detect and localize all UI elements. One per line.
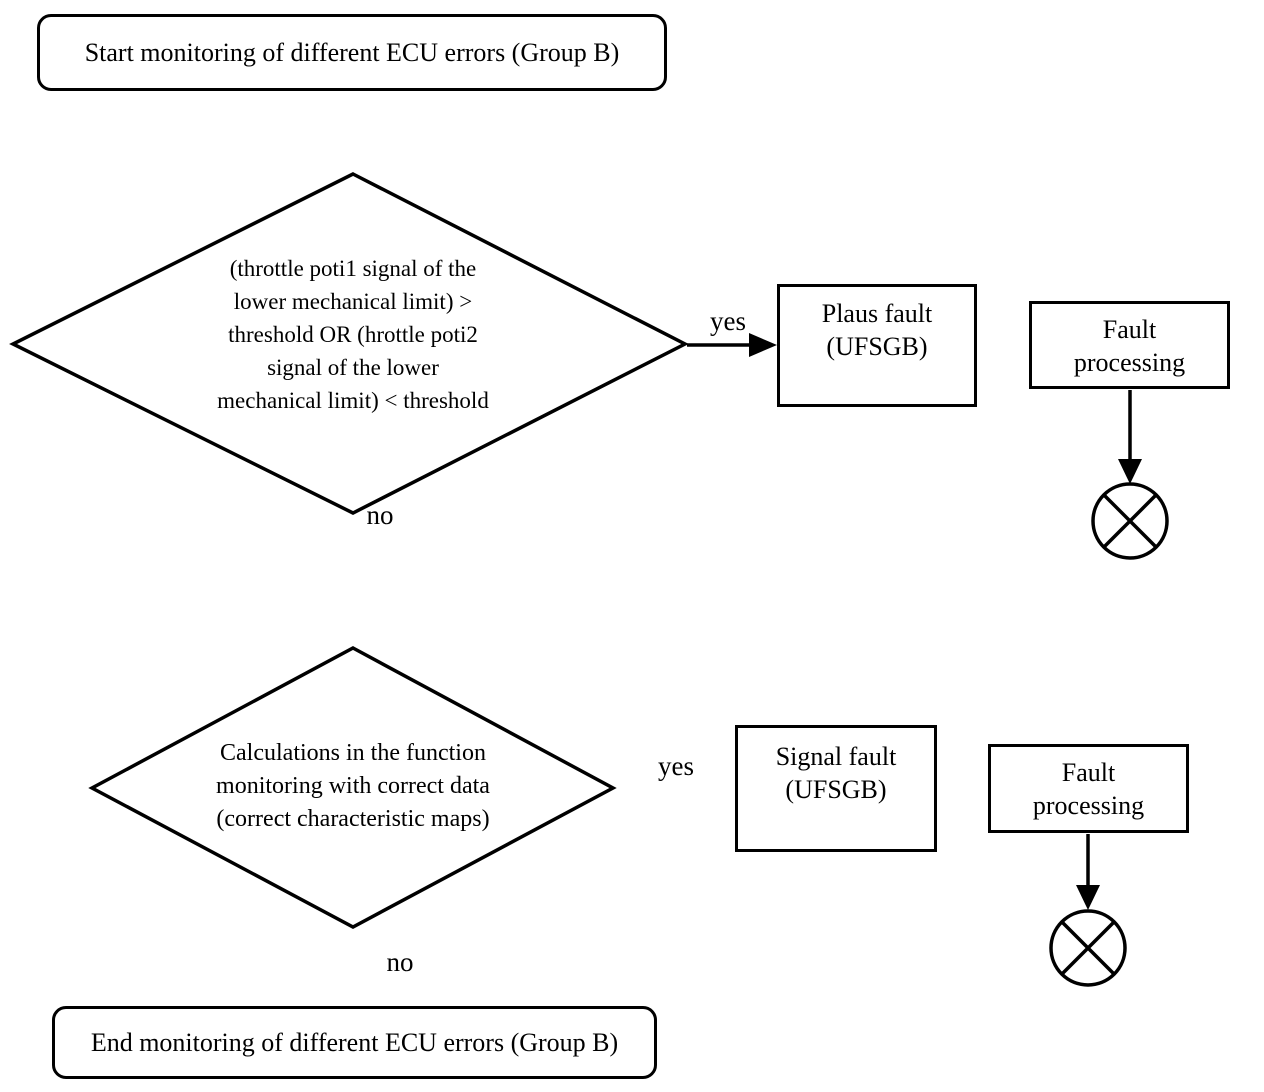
terminator1-x-stroke2 [1102, 493, 1158, 549]
edge-label-yes1: yes [710, 306, 746, 336]
signal-fault-line: (UFSGB) [785, 775, 887, 804]
signal-fault-line: Signal fault [775, 742, 897, 771]
decision2-text: Calculations in the function monitoring … [188, 737, 518, 836]
decision1-diamond-outline [9, 172, 689, 515]
plaus-fault-line: (UFSGB) [826, 332, 928, 361]
plaus-fault-node: Plaus fault (UFSGB) [777, 284, 977, 407]
signal-fault-node: Signal fault (UFSGB) [735, 725, 937, 852]
decision1-line: signal of the lower [267, 355, 439, 380]
fault-processing1-node: Fault processing [1029, 301, 1230, 389]
edge-label-no2: no [386, 947, 414, 977]
start-node: Start monitoring of different ECU errors… [37, 14, 667, 91]
terminator2-x-stroke2 [1060, 920, 1116, 976]
fault1-arrowhead-icon [1118, 459, 1142, 484]
fault-processing1-line: processing [1073, 348, 1186, 377]
fault-processing2-line: processing [1032, 791, 1145, 820]
decision1-line: threshold OR (hrottle poti2 [228, 322, 478, 347]
decision1-line: (throttle poti1 signal of the [229, 256, 477, 281]
terminator1-circle-x-icon [1091, 482, 1169, 560]
fault-processing2-node: Fault processing [988, 744, 1189, 833]
fault-processing2-line: Fault [1061, 758, 1116, 787]
fault-processing1-line: Fault [1102, 315, 1157, 344]
yes1-arrowhead-icon [749, 333, 777, 357]
terminator2-circle-x-icon [1049, 909, 1127, 987]
decision1-line: mechanical limit) < threshold [217, 388, 489, 413]
decision2-diamond-outline [88, 646, 617, 929]
start-node-label: Start monitoring of different ECU errors… [84, 37, 620, 67]
end-node-label: End monitoring of different ECU errors (… [90, 1027, 619, 1057]
decision1-line: lower mechanical limit) > [233, 289, 473, 314]
fault2-arrowhead-icon [1076, 885, 1100, 910]
end-node: End monitoring of different ECU errors (… [52, 1006, 657, 1079]
decision2-line: monitoring with correct data [216, 773, 490, 799]
plaus-fault-line: Plaus fault [821, 299, 933, 328]
edge-label-yes2: yes [658, 751, 694, 781]
decision2-line: Calculations in the function [220, 740, 486, 766]
decision1-text: (throttle poti1 signal of the lower mech… [183, 252, 523, 417]
edge-label-no1: no [366, 500, 394, 530]
decision2-line: (correct characteristic maps) [216, 806, 490, 832]
